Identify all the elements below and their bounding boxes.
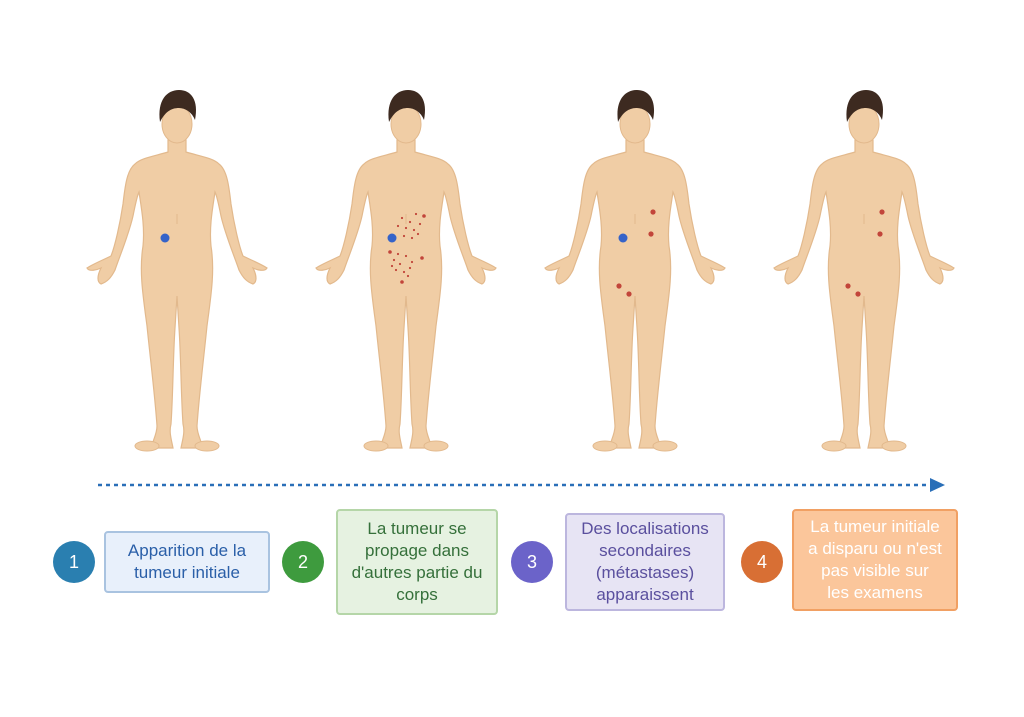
metastasis-icon: [404, 226, 408, 230]
metastasis-icon: [616, 283, 622, 289]
metastasis-icon: [414, 212, 418, 216]
step-4-box: La tumeur initiale a disparu ou n'est pa…: [792, 509, 958, 611]
metastasis-icon: [877, 231, 883, 237]
metastasis-icon: [406, 274, 410, 278]
left-foot: [363, 440, 389, 452]
step-2-badge: 2: [282, 541, 324, 583]
metastasis-icon: [402, 270, 406, 274]
metastasis-icon: [416, 232, 420, 236]
tumor-icon: [160, 233, 170, 243]
left-foot: [134, 440, 160, 452]
step-2-line-1: La tumeur se: [367, 519, 467, 538]
step-4-badge: 4: [741, 541, 783, 583]
step-1-line-1: Apparition de la: [127, 541, 247, 560]
metastasis-icon: [400, 216, 404, 220]
metastasis-icon: [394, 268, 398, 272]
human-body-icon: [544, 90, 726, 452]
step-3-line-1: Des localisations: [581, 519, 709, 538]
metastasis-icon: [396, 252, 400, 256]
step-4-line-1: La tumeur initiale: [810, 517, 940, 536]
step-2-line-3: d'autres partie du: [351, 563, 483, 582]
step-3-line-2: secondaires: [599, 541, 691, 560]
body-outline: [773, 139, 955, 449]
step-1-line-2: tumeur initiale: [134, 563, 240, 582]
left-foot: [592, 440, 618, 452]
body-outline: [544, 139, 726, 449]
hair: [846, 90, 884, 122]
right-foot: [652, 440, 678, 452]
metastasis-icon: [392, 258, 396, 262]
metastasis-icon: [855, 291, 861, 297]
step-2-line-2: propage dans: [365, 541, 469, 560]
hair: [388, 90, 426, 122]
step-1-badge: 1: [53, 541, 95, 583]
metastasis-icon: [390, 264, 394, 268]
metastasis-icon: [410, 260, 414, 264]
metastasis-icon: [398, 262, 402, 266]
metastasis-icon: [626, 291, 632, 297]
step-1-box: Apparition de la tumeur initiale: [104, 531, 270, 593]
step-4-line-2: a disparu ou n'est: [808, 539, 942, 558]
body-outline: [86, 139, 268, 449]
hair: [617, 90, 655, 122]
body-figures: [86, 90, 955, 452]
right-foot: [194, 440, 220, 452]
timeline-arrow-icon: [98, 478, 945, 492]
metastasis-icon: [402, 234, 406, 238]
left-foot: [821, 440, 847, 452]
metastasis-icon: [408, 220, 412, 224]
metastasis-icon: [420, 256, 424, 260]
metastasis-icon: [400, 280, 404, 284]
human-body-icon: [315, 90, 497, 452]
metastasis-icon: [388, 250, 392, 254]
step-4-line-4: les examens: [827, 583, 923, 602]
body-outline: [315, 139, 497, 449]
step-3-line-4: apparaissent: [596, 585, 694, 604]
metastasis-icon: [418, 222, 422, 226]
metastasis-icon: [412, 228, 416, 232]
right-foot: [881, 440, 907, 452]
hair: [159, 90, 197, 122]
tumor-icon: [618, 233, 628, 243]
metastasis-icon: [422, 214, 426, 218]
step-2-box: La tumeur se propage dans d'autres parti…: [336, 509, 498, 615]
human-body-icon: [773, 90, 955, 452]
step-3-box: Des localisations secondaires (métastase…: [565, 513, 725, 611]
metastasis-icon: [396, 224, 400, 228]
step-3-badge: 3: [511, 541, 553, 583]
human-body-icon: [86, 90, 268, 452]
metastasis-icon: [845, 283, 851, 289]
tumor-icon: [387, 233, 397, 243]
step-3-line-3: (métastases): [595, 563, 695, 582]
metastasis-icon: [650, 209, 656, 215]
arrow-head: [930, 478, 945, 492]
metastasis-icon: [410, 236, 414, 240]
right-foot: [423, 440, 449, 452]
metastasis-icon: [648, 231, 654, 237]
step-2-line-4: corps: [396, 585, 438, 604]
metastasis-icon: [408, 266, 412, 270]
step-4-line-3: pas visible sur: [821, 561, 929, 580]
metastasis-icon: [404, 254, 408, 258]
metastasis-icon: [879, 209, 885, 215]
